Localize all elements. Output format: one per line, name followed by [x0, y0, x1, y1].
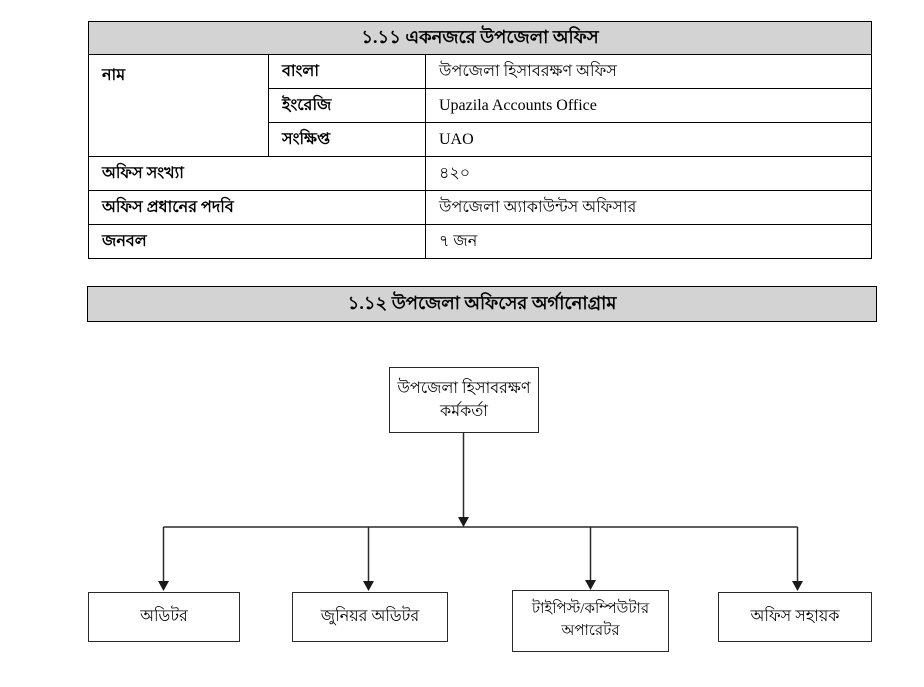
table-header-row: ১.১১ একনজরে উপজেলা অফিস — [88, 21, 872, 55]
bangla-value: উপজেলা হিসাবরক্ষণ অফিস — [425, 54, 872, 89]
office-summary-table: ১.১১ একনজরে উপজেলা অফিস নাম বাংলা উপজেলা… — [88, 21, 872, 259]
office-count-value: ৪২০ — [425, 156, 872, 191]
office-head-title-label: অফিস প্রধানের পদবি — [88, 190, 426, 225]
section2-title: ১.১২ উপজেলা অফিসের অর্গানোগ্রাম — [87, 286, 877, 322]
manpower-label: জনবল — [88, 224, 426, 259]
bangla-label: বাংলা — [268, 54, 426, 89]
org-node-typist-computer-operator: টাইপিস্ট/কম্পিউটার অপারেটর — [512, 590, 669, 652]
english-label: ইংরেজি — [268, 88, 426, 123]
table-row: নাম বাংলা উপজেলা হিসাবরক্ষণ অফিস — [88, 54, 872, 157]
org-node-root: উপজেলা হিসাবরক্ষণ কর্মকর্তা — [389, 367, 539, 433]
table-row: অফিস প্রধানের পদবি উপজেলা অ্যাকাউন্টস অফ… — [88, 190, 872, 225]
table-row: সংক্ষিপ্ত UAO — [89, 122, 872, 157]
org-node-junior-auditor: জুনিয়র অডিটর — [292, 592, 448, 642]
office-head-title-value: উপজেলা অ্যাকাউন্টস অফিসার — [425, 190, 872, 225]
manpower-value: ৭ জন — [425, 224, 872, 259]
office-count-label: অফিস সংখ্যা — [88, 156, 426, 191]
org-node-office-assistant: অফিস সহায়ক — [718, 592, 872, 642]
arrowhead-icon — [158, 517, 803, 591]
org-node-label: টাইপিস্ট/কম্পিউটার অপারেটর — [531, 601, 650, 639]
table-row: জনবল ৭ জন — [88, 224, 872, 259]
org-node-label: জুনিয়র অডিটর — [320, 608, 420, 626]
english-value: Upazila Accounts Office — [425, 88, 872, 123]
org-node-auditor: অডিটর — [88, 592, 240, 642]
abbreviation-label: সংক্ষিপ্ত — [268, 122, 426, 157]
org-node-label: অফিস সহায়ক — [750, 608, 840, 626]
org-node-label: অডিটর — [140, 608, 188, 626]
name-label: নাম — [88, 54, 269, 157]
org-node-root-label: উপজেলা হিসাবরক্ষণ কর্মকর্তা — [397, 379, 531, 420]
section1-title: ১.১১ একনজরে উপজেলা অফিস — [88, 21, 872, 55]
table-row: ইংরেজি Upazila Accounts Office — [89, 88, 872, 123]
table-row: অফিস সংখ্যা ৪২০ — [88, 156, 872, 191]
abbreviation-value: UAO — [425, 122, 872, 157]
